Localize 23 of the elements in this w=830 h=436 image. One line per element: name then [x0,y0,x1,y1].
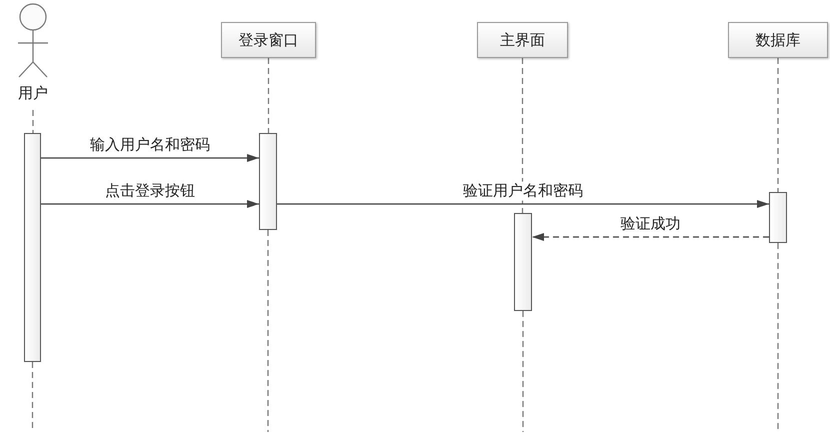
activation-bar [769,192,787,243]
lifeline [522,58,524,213]
lifeline-header: 登录窗口 [221,22,316,58]
lifeline [267,230,269,432]
message-arrow [532,233,769,241]
activation-bar [514,213,532,311]
lifeline [268,58,270,133]
lifeline [522,311,524,432]
lifeline [777,243,779,432]
message-arrow [41,154,259,162]
message-label: 验证成功 [618,214,682,234]
message-label: 输入用户名和密码 [88,136,212,154]
actor-label: 用户 [18,86,48,101]
activation-bar [24,133,41,362]
message-arrow [277,200,769,208]
message-label: 验证用户名和密码 [461,182,585,200]
lifeline [32,110,34,133]
message-arrow [41,200,259,208]
activation-bar [259,133,277,230]
lifeline [777,58,779,192]
lifeline-header: 主界面 [477,22,568,58]
message-label: 点击登录按钮 [103,182,197,200]
lifeline-header: 数据库 [728,22,828,58]
